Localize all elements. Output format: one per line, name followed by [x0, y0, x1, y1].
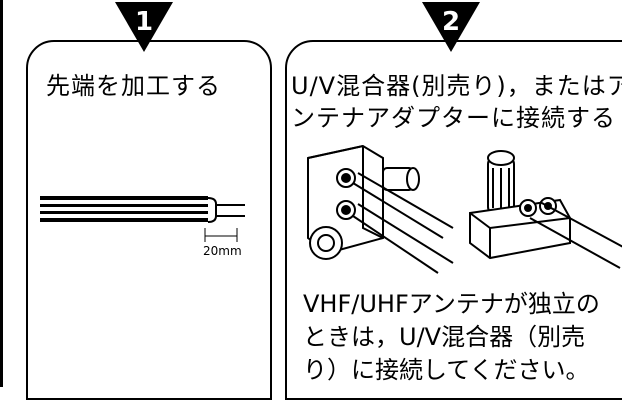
step-number-2-icon: 2 [422, 2, 480, 52]
feeder-cable-illustration [40, 196, 245, 242]
step2-note-line1: VHF/UHFアンテナが独立の [303, 290, 600, 318]
antenna-adapter-illustration [469, 150, 622, 269]
dimension-label: 20mm [203, 244, 242, 258]
svg-text:1: 1 [135, 7, 153, 37]
step2-note-line2: ときは，U/V混合器（別売 [303, 323, 586, 351]
step-number-1-icon: 1 [115, 2, 173, 52]
step2-title-line1: U/V混合器(別売り)，またはア [291, 72, 622, 100]
step1-title: 先端を加工する [46, 72, 221, 100]
step2-note-line3: り）に接続してください。 [303, 356, 590, 384]
uv-mixer-illustration [307, 144, 454, 274]
step2-title-line2: ンテナアダプターに接続する [291, 104, 616, 132]
page-edge-rule [0, 0, 3, 387]
svg-text:2: 2 [442, 7, 460, 37]
